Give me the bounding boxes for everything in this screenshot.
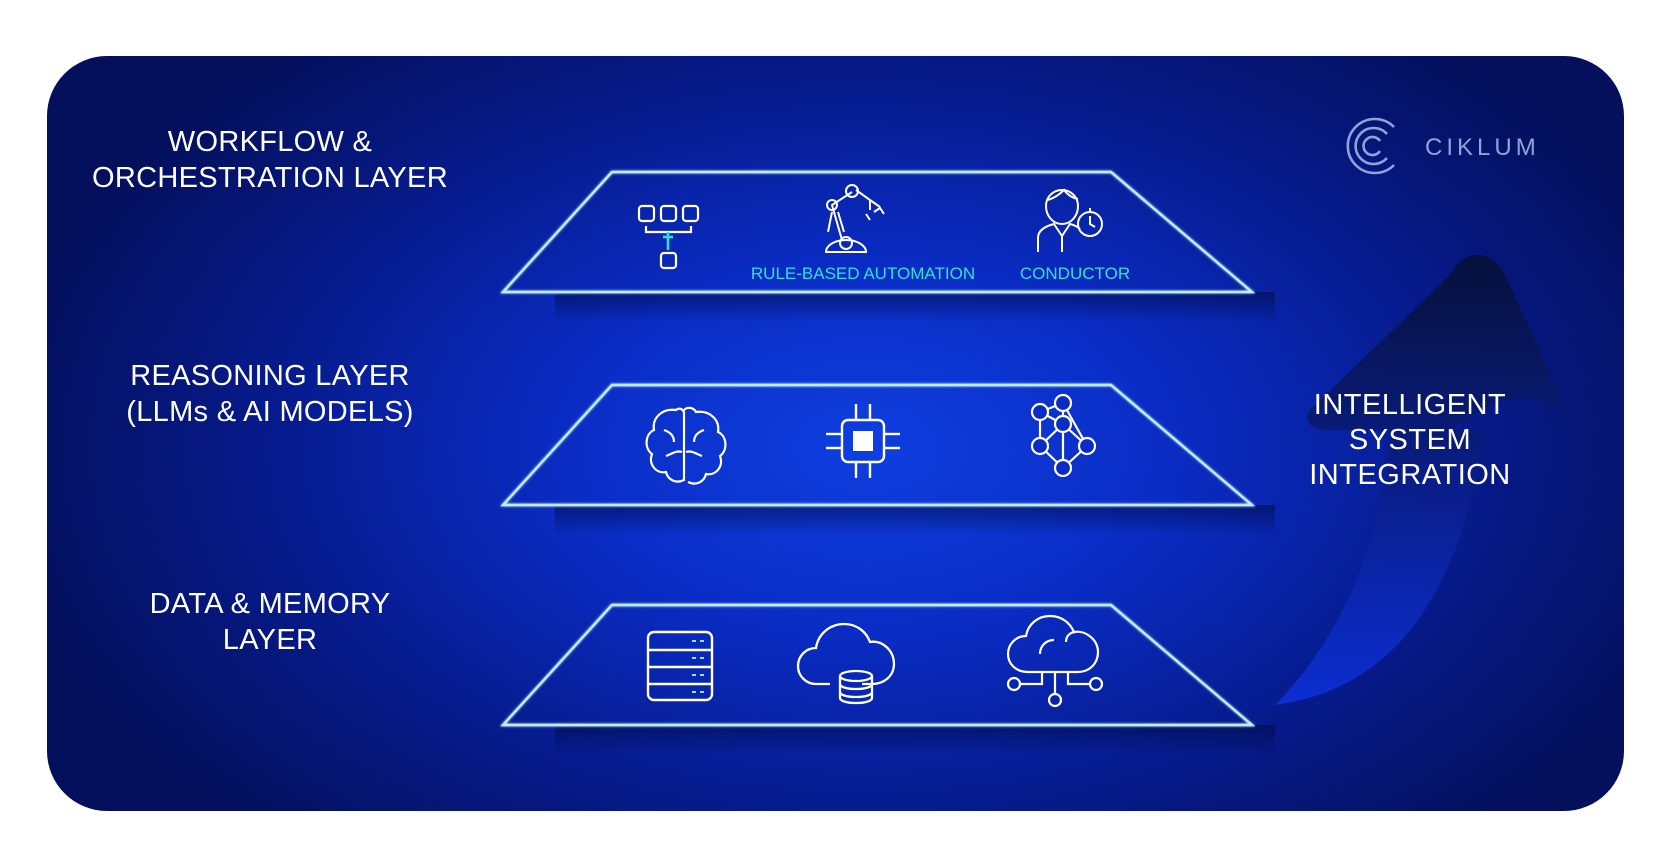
- label-line: (LLMs & AI MODELS): [126, 396, 414, 428]
- arrow-label-line: INTELLIGENT: [1313, 389, 1507, 421]
- arrow-label: INTELLIGENT SYSTEM INTEGRATION: [1240, 388, 1580, 493]
- label-line: LAYER: [222, 624, 318, 656]
- reasoning-layer-label: REASONING LAYER (LLMs & AI MODELS): [70, 358, 470, 430]
- label-line: ORCHESTRATION LAYER: [92, 162, 448, 194]
- arrow-label-line: INTEGRATION: [1309, 459, 1511, 491]
- workflow-tree-icon: [637, 204, 700, 270]
- processor-chip-icon: [826, 404, 900, 478]
- data-plane: [500, 603, 1256, 727]
- label-line: REASONING LAYER: [130, 360, 410, 392]
- cloud-network-icon: [1006, 614, 1104, 708]
- workflow-layer-label: WORKFLOW & ORCHESTRATION LAYER: [70, 124, 470, 196]
- conductor-person-icon: [1037, 188, 1103, 252]
- integration-arrow: [1275, 254, 1572, 705]
- neural-network-icon: [1030, 393, 1097, 478]
- reasoning-plane: [500, 383, 1256, 507]
- data-layer-label: DATA & MEMORY LAYER: [70, 586, 470, 658]
- plane-shadow: [555, 292, 1275, 322]
- ciklum-logo-text: CIKLUM: [1425, 134, 1540, 161]
- label-line: WORKFLOW &: [167, 126, 373, 158]
- plane-shadow: [555, 725, 1275, 755]
- cloud-database-icon: [796, 622, 896, 705]
- workflow-plane: [500, 170, 1256, 294]
- arrow-label-line: SYSTEM: [1348, 424, 1472, 456]
- plane-shadow: [555, 505, 1275, 535]
- robot-arm-icon: [824, 184, 885, 253]
- conductor-caption: CONDUCTOR: [1019, 264, 1131, 283]
- ciklum-logo-icon: [1346, 117, 1395, 175]
- rule-based-automation-caption: RULE-BASED AUTOMATION: [750, 264, 976, 283]
- label-line: DATA & MEMORY: [149, 588, 391, 620]
- brain-icon: [645, 406, 727, 485]
- database-icon: [646, 630, 714, 702]
